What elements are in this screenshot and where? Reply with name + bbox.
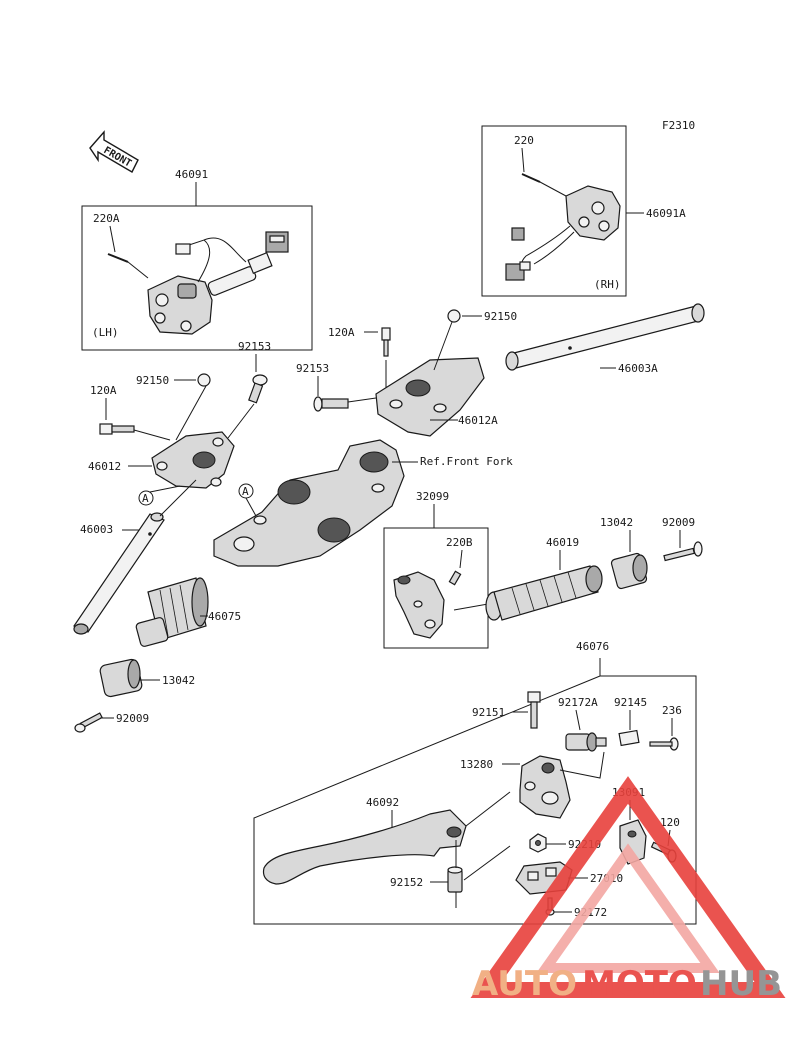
label-92152: 92152 [390, 876, 423, 889]
label-46075: 46075 [208, 610, 241, 623]
label-46012: 46012 [88, 460, 121, 473]
label-92150-right: 92150 [484, 310, 517, 323]
brake-lever-46092 [262, 809, 467, 885]
circle-mark-a-left [138, 490, 154, 506]
screw-236 [649, 737, 679, 751]
holder-46012 [151, 431, 235, 489]
brake-lever-box [253, 658, 697, 925]
master-cylinder-13280 [519, 755, 571, 819]
watermark-auto: AUTO [472, 964, 577, 1004]
screw-92009-left [74, 712, 103, 733]
label-46003A: 46003A [618, 362, 658, 375]
label-32099: 32099 [416, 490, 449, 503]
collar-92152 [447, 866, 463, 893]
bolt-120A-left [99, 423, 135, 435]
screw-92009-right [663, 541, 703, 562]
label-92153-center: 92153 [296, 362, 329, 375]
throttle-grip-46019 [485, 565, 603, 621]
front-arrow-icon: FRONT [89, 130, 139, 173]
nut-92150-left [197, 373, 211, 387]
mark-a-right: A [242, 485, 249, 498]
label-46019: 46019 [546, 536, 579, 549]
label-46012A: 46012A [458, 414, 498, 427]
label-92009-left: 92009 [116, 712, 149, 725]
handlebar-46003 [73, 512, 165, 635]
label-46091: 46091 [175, 168, 208, 181]
automotohub-watermark: AUTO MOTO HUB [470, 776, 786, 1004]
adjuster-92172A [565, 732, 607, 752]
label-92153-left: 92153 [238, 340, 271, 353]
watermark-hub: HUB [700, 964, 782, 1004]
spring-92145 [618, 729, 640, 747]
upper-triple-clamp [213, 439, 405, 567]
rh-switch-box [481, 125, 627, 297]
label-92172A: 92172A [558, 696, 598, 709]
label-13042-left: 13042 [162, 674, 195, 687]
label-lh: (LH) [92, 326, 119, 339]
label-13042-right: 13042 [600, 516, 633, 529]
lh-switch-assembly [107, 231, 289, 335]
throttle-housing-32099 [393, 570, 462, 639]
bar-end-weight-13042-right [610, 552, 648, 590]
label-92009-right: 92009 [662, 516, 695, 529]
holder-46012A [375, 357, 485, 437]
ref-front-fork: Ref.Front Fork [420, 455, 513, 468]
watermark-moto: MOTO [582, 964, 697, 1004]
label-220: 220 [514, 134, 534, 147]
nut-92150-right [447, 309, 461, 323]
handlebar-46003A [505, 303, 705, 371]
bolt-92153-center [313, 396, 349, 412]
label-120A-left: 120A [90, 384, 117, 397]
label-46003: 46003 [80, 523, 113, 536]
bolt-92153-left [248, 374, 268, 404]
label-92151: 92151 [472, 706, 505, 719]
label-46091A: 46091A [646, 207, 686, 220]
mark-a-left: A [142, 492, 149, 505]
label-13280: 13280 [460, 758, 493, 771]
bolt-120A-center [381, 327, 391, 357]
nut-92210 [529, 833, 547, 853]
label-120A-center: 120A [328, 326, 355, 339]
label-46076: 46076 [576, 640, 609, 653]
label-92150-left: 92150 [136, 374, 169, 387]
pivot-bolt-92151 [527, 691, 541, 729]
figure-code: F2310 [662, 119, 695, 132]
bar-end-weight-13042-left [99, 658, 143, 698]
label-220A: 220A [93, 212, 120, 225]
label-120: 120 [660, 816, 680, 829]
label-220B: 220B [446, 536, 473, 549]
label-46092: 46092 [366, 796, 399, 809]
label-92145: 92145 [614, 696, 647, 709]
lh-switch-box [81, 205, 313, 351]
label-236: 236 [662, 704, 682, 717]
label-rh: (RH) [594, 278, 621, 291]
throttle-housing-box [383, 527, 489, 649]
rh-switch-assembly [505, 173, 621, 281]
left-grip-46075 [135, 577, 209, 647]
